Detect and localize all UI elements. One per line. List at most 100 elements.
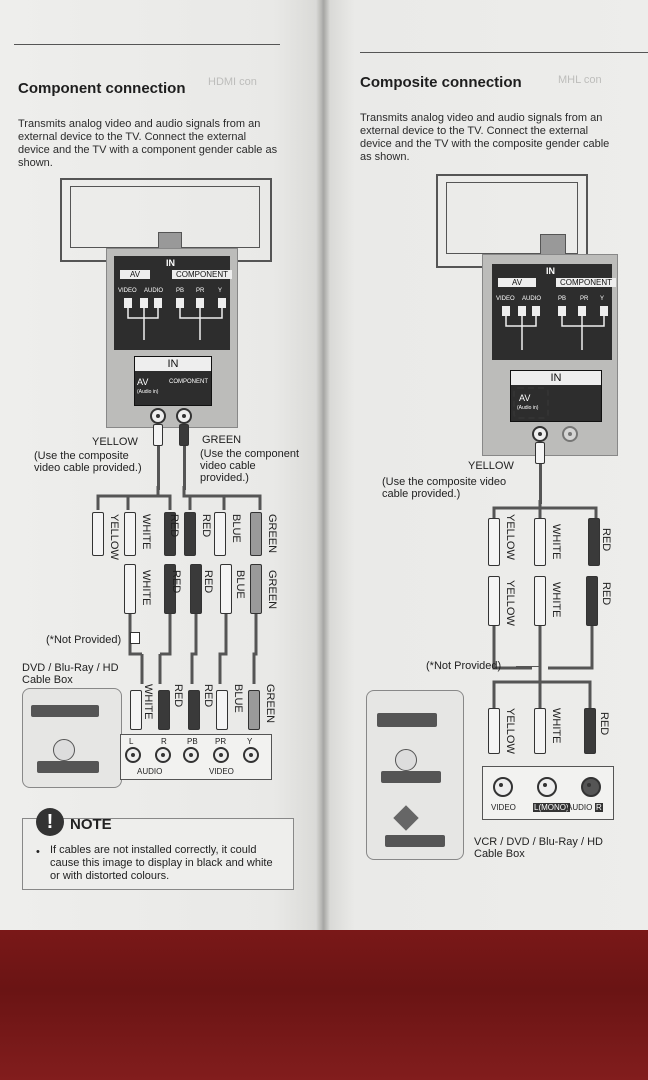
plug-label-red-r3a: RED <box>172 684 184 708</box>
note-box <box>22 818 294 890</box>
device-illustration-box <box>22 688 122 788</box>
in-box-label: IN <box>135 357 211 371</box>
plug-label-blue-r1: BLUE <box>230 514 242 543</box>
plug-label-white-r1: WHITE <box>550 524 562 560</box>
device-port-panel: L R PB PR Y AUDIO VIDEO <box>120 734 272 780</box>
plug-label-red-r2b: RED <box>202 570 214 594</box>
component-label: COMPONENT <box>172 270 232 279</box>
splitter-lines-2 <box>492 626 594 708</box>
plug-green-r3 <box>248 690 260 730</box>
right-page: Composite connection MHL con Transmits a… <box>322 0 648 930</box>
splitter-lines-2 <box>128 614 258 684</box>
yellow-plug-top <box>535 442 545 464</box>
jack-y-label: Y <box>218 288 223 294</box>
dvd-player-icon <box>31 705 99 717</box>
note-icon: ! <box>36 808 64 836</box>
disc-icon <box>53 739 75 761</box>
port-jack-video <box>493 777 513 797</box>
jack-audio-label: AUDIO <box>522 296 542 302</box>
green-plug-top <box>179 424 189 446</box>
component-in-jack <box>176 408 192 424</box>
vcr-icon <box>377 713 437 727</box>
port-label-video: VIDEO <box>491 803 516 812</box>
yellow-plug-top <box>153 424 163 446</box>
plug-label-red-r3: RED <box>598 712 610 736</box>
plug-label-white-r2: WHITE <box>550 582 562 618</box>
plug-label-yellow-r1: YELLOW <box>504 514 516 560</box>
av-label: AV <box>498 278 537 287</box>
jack-video-label: VIDEO <box>496 296 515 302</box>
plug-red-r3a <box>158 690 170 730</box>
panel-plug-diagram <box>502 306 608 350</box>
device-illustration-box <box>366 690 464 860</box>
in-port-box: IN AV (Audio in) COMPONENT <box>134 356 212 406</box>
plug-green-r2 <box>250 564 262 614</box>
cable-box-icon <box>385 835 445 847</box>
yellow-label: YELLOW <box>92 436 138 448</box>
jack-pr-label: PR <box>580 296 589 302</box>
bleed-through-text: HDMI con <box>208 76 257 88</box>
port-label-y: Y <box>247 737 253 746</box>
plug-label-red-r1a: RED <box>168 514 180 538</box>
red-tablecloth <box>0 930 648 1080</box>
plug-label-white-r1: WHITE <box>140 514 152 550</box>
plug-label-blue-r2: BLUE <box>234 570 246 599</box>
in-port-box: IN AV (Audio in) <box>510 370 602 422</box>
bleed-through-text: MHL con <box>558 74 602 86</box>
left-page: Component connection HDMI con Transmits … <box>0 0 322 930</box>
yellow-label: YELLOW <box>468 460 514 472</box>
cable-box-icon <box>37 761 99 773</box>
jack-pb-label: PB <box>558 296 567 302</box>
av-label: AV <box>120 270 151 279</box>
green-note: (Use the component video cable provided.… <box>200 448 300 484</box>
plug-white-r2 <box>124 564 136 614</box>
jack-pr-label: PR <box>196 288 205 294</box>
in-box-audio-in: (Audio in) <box>517 405 539 411</box>
plug-red-r1a <box>164 512 176 556</box>
plug-label-white-r3: WHITE <box>142 684 154 720</box>
device-label: DVD / Blu-Ray / HD Cable Box <box>22 662 119 686</box>
port-jack-r <box>155 747 171 763</box>
in-box-av: AV <box>137 377 149 387</box>
port-group-video: VIDEO <box>209 767 234 776</box>
plug-blue-r3 <box>216 690 228 730</box>
composite-wire <box>157 446 160 490</box>
port-label-audio: AUDIO <box>567 803 593 812</box>
plug-label-green-r3: GREEN <box>264 684 276 724</box>
in-box-audio-in: (Audio in) <box>137 389 159 395</box>
plug-label-red-r2: RED <box>600 582 612 606</box>
plug-green-r1 <box>250 512 262 556</box>
port-label-pr: PR <box>215 737 227 746</box>
plug-label-red-r3b: RED <box>202 684 214 708</box>
not-provided-label: (*Not Provided) <box>46 634 122 646</box>
plug-white-r3 <box>130 690 142 730</box>
in-box-component: COMPONENT <box>169 379 208 385</box>
splitter-lines-1 <box>96 486 262 510</box>
plug-white-r1 <box>124 512 136 556</box>
port-label-r: R <box>595 803 603 812</box>
plug-yellow-r3 <box>488 708 500 754</box>
port-jack-audio-r <box>581 777 601 797</box>
plug-red-r2 <box>586 576 598 626</box>
yellow-note: (Use the composite video cable provided.… <box>34 450 142 474</box>
port-label-r: R <box>161 737 167 746</box>
port-label-l: L <box>129 737 134 746</box>
plug-blue-r1 <box>214 512 226 556</box>
plug-label-red-r2a: RED <box>170 570 182 594</box>
plug-label-red-r1b: RED <box>200 514 212 538</box>
top-rule <box>360 52 648 53</box>
in-box-av: AV <box>519 393 531 403</box>
plug-label-white-r3: WHITE <box>550 708 562 744</box>
port-jack-pr <box>213 747 229 763</box>
plug-red-r3b <box>188 690 200 730</box>
not-provided-leader <box>516 666 540 667</box>
panel-plug-diagram <box>124 298 226 340</box>
port-label-mono: L(MONO) <box>533 803 570 812</box>
page-title: Component connection <box>18 80 186 97</box>
tv-stand <box>540 234 566 256</box>
in-label: IN <box>546 266 555 276</box>
blu-ray-icon <box>393 805 419 831</box>
plug-label-yellow-r3: YELLOW <box>504 708 516 754</box>
plug-label-yellow-r2: YELLOW <box>504 580 516 626</box>
plug-yellow-r1 <box>488 518 500 566</box>
